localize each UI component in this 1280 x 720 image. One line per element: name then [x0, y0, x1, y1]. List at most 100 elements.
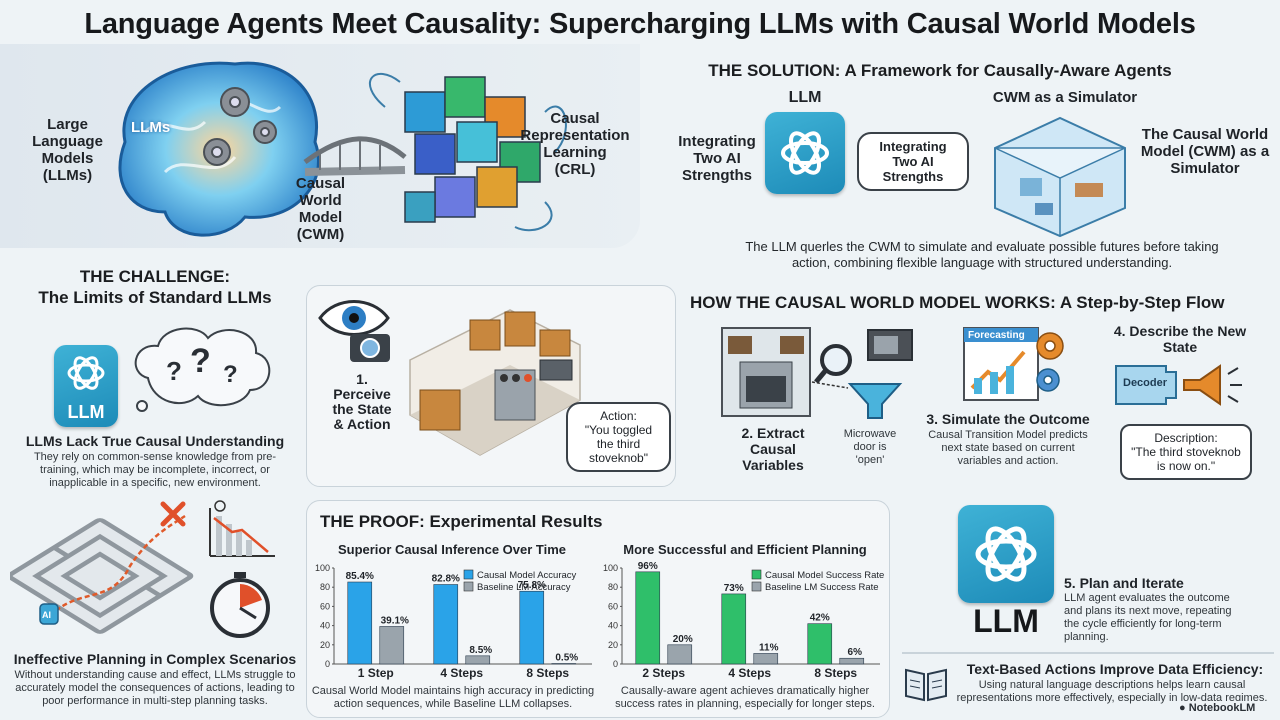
data-label: 20% [673, 634, 693, 645]
x-tick-label: 4 Steps [728, 666, 771, 680]
x-tick-label: 8 Steps [526, 666, 569, 680]
robot-icon [39, 603, 59, 625]
chart2-container: More Successful and Efficient Planning [612, 542, 878, 557]
challenge-llm-label: LLM [67, 402, 105, 422]
gear-icon [1036, 332, 1064, 360]
solution-cwm-label: CWM as a Simulator [992, 89, 1138, 106]
forecast-label: Forecasting [968, 330, 1025, 341]
legend-label: Causal Model Success Rate [765, 570, 884, 581]
data-label: 42% [810, 613, 830, 624]
bar-baseline [839, 657, 865, 665]
challenge-point2-text: Without understanding cause and effect, … [14, 669, 296, 707]
bar-model [433, 584, 459, 665]
notebooklm-logo-icon: ● [1179, 702, 1186, 714]
svg-text:AI: AI [42, 610, 51, 620]
thought-cloud-icon: ? ? ? [134, 327, 271, 412]
solution-title: THE SOLUTION: A Framework for Causally-A… [708, 61, 1172, 80]
magnifier-icon [820, 344, 852, 376]
y-tick-label: 20 [320, 640, 330, 650]
kitchen-illustration [409, 309, 581, 456]
bridge-icon [303, 136, 407, 165]
decline-chart-icon [209, 500, 275, 557]
openai-logo-icon [781, 131, 829, 175]
challenge-point1-title: LLMs Lack True Causal Understanding [25, 433, 285, 449]
bar-model [635, 571, 661, 665]
data-label: 85.4% [346, 571, 374, 582]
perceive-step1: 1. Perceive the State & Action [332, 371, 392, 432]
how-step5-title: 5. Plan and Iterate [1064, 575, 1184, 591]
y-tick-label: 40 [608, 621, 618, 631]
bar-baseline [465, 655, 491, 665]
y-tick-label: 60 [320, 601, 330, 611]
y-tick-label: 100 [315, 563, 330, 573]
how-step5-text: LLM agent evaluates the outcome and plan… [1064, 592, 1232, 643]
bar-model [807, 623, 833, 665]
legend-swatch [463, 569, 474, 580]
bar-baseline [753, 653, 779, 665]
bar-baseline [379, 626, 405, 665]
chart2-title: More Successful and Efficient Planning [623, 542, 867, 557]
hero-illustration [118, 61, 567, 237]
how-step2: 2. Extract Causal Variables [741, 425, 805, 473]
y-tick-label: 80 [320, 582, 330, 592]
cube-cluster-icon [404, 76, 541, 223]
legend-label: Baseline LM Accuracy [477, 582, 571, 593]
challenge-title-line1: THE CHALLENGE: [79, 267, 231, 286]
stopwatch-icon [210, 572, 270, 638]
challenge-point1-text: They rely on common-sense knowledge from… [33, 451, 277, 489]
how-description-bubble: Description: "The third stoveknob is now… [1120, 424, 1252, 480]
big-llm-label: LLM [973, 603, 1039, 639]
how-title: HOW THE CAUSAL WORLD MODEL WORKS: A Step… [690, 293, 1225, 312]
eye-camera-icon [318, 300, 390, 362]
proof-title: THE PROOF: Experimental Results [320, 512, 603, 531]
x-mark-icon [160, 501, 186, 527]
extract-illustration [721, 327, 913, 419]
challenge-point2-title: Ineffective Planning in Complex Scenario… [13, 651, 297, 667]
y-tick-label: 40 [320, 621, 330, 631]
bar-model [721, 593, 747, 665]
svg-text:?: ? [190, 342, 211, 380]
data-efficiency-title: Text-Based Actions Improve Data Efficien… [966, 661, 1264, 677]
data-efficiency-box [902, 652, 1274, 704]
chart1-caption: Causal World Model maintains high accura… [311, 685, 595, 710]
watermark-label: NotebookLM [1188, 702, 1256, 714]
proof-panel [306, 500, 890, 718]
gear-icon [203, 87, 277, 166]
legend-swatch [751, 581, 762, 592]
solution-cwm-desc: The Causal World Model (CWM) as a Simula… [1140, 126, 1270, 177]
legend-label: Baseline LM Success Rate [765, 582, 879, 593]
legend-swatch [751, 569, 762, 580]
decoder-illustration [1115, 364, 1242, 406]
hero-llm-label: Large Language Models (LLMs) [32, 116, 103, 184]
x-tick-label: 8 Steps [814, 666, 857, 680]
how-step3-title: 3. Simulate the Outcome [926, 411, 1090, 427]
challenge-title-line2: The Limits of Standard LLMs [38, 288, 272, 307]
y-tick-label: 20 [608, 640, 618, 650]
solution-integrating-label: Integrating Two AI Strengths [678, 133, 756, 184]
question-mark-icon: ? [166, 356, 182, 386]
how-microwave-note: Microwave door is 'open' [843, 428, 897, 466]
x-tick-label: 2 Steps [642, 666, 685, 680]
maze-illustration: AI [10, 500, 275, 638]
how-step3-text: Causal Transition Model predicts next st… [928, 429, 1088, 467]
llm-logo-tile [765, 112, 845, 194]
hero-brain-label: LLMs [131, 119, 171, 136]
legend-label: Causal Model Accuracy [477, 570, 577, 581]
y-tick-label: 0 [613, 659, 618, 669]
hero-cwm-label: Causal World Model (CWM) [295, 175, 346, 243]
bar-baseline [667, 644, 693, 665]
perceive-action-bubble: Action: "You toggled the third stoveknob… [566, 402, 671, 472]
y-tick-label: 100 [603, 563, 618, 573]
data-label: 96% [638, 561, 658, 572]
y-tick-label: 60 [608, 601, 618, 611]
chart1-container: Superior Causal Inference Over Time [312, 542, 592, 557]
decoder-label: Decoder [1123, 377, 1168, 389]
megaphone-icon [1183, 364, 1221, 406]
x-tick-label: 4 Steps [440, 666, 483, 680]
y-tick-label: 80 [608, 582, 618, 592]
big-llm-tile [958, 505, 1054, 603]
data-label: 6% [848, 647, 863, 658]
microwave-icon [539, 359, 573, 381]
